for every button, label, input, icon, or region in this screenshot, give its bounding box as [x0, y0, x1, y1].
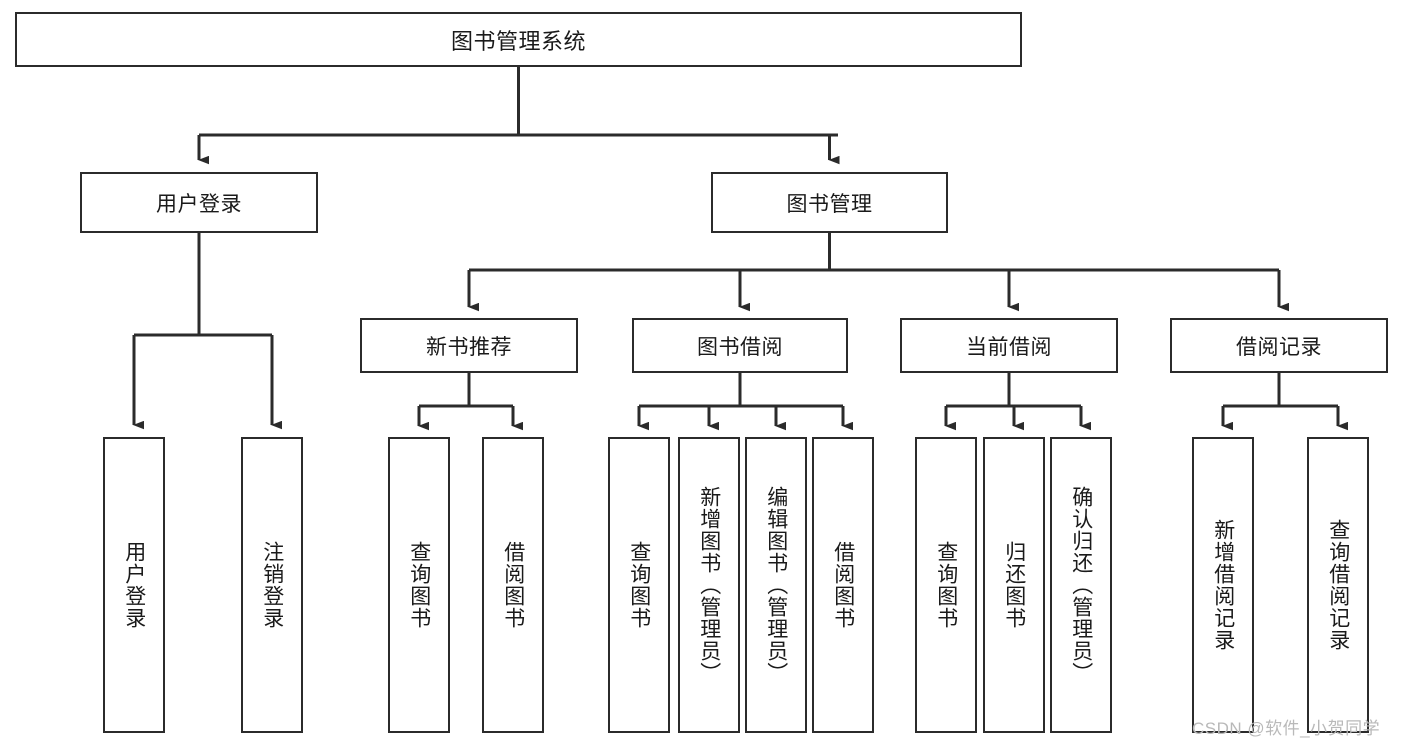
node-new-book-recommend[interactable]: 新书推荐 — [360, 318, 578, 373]
csdn-watermark: CSDN @软件_小贺同学 — [1192, 719, 1381, 738]
node-user-login-label: 用户登录 — [156, 192, 242, 216]
node-book-borrow[interactable]: 图书借阅 — [632, 318, 848, 373]
node-borrow-record-label: 借阅记录 — [1236, 335, 1322, 359]
node-query-book-borrow[interactable]: 查询图书 — [608, 437, 670, 733]
node-confirm-return-admin[interactable]: 确认归还（管理员） — [1050, 437, 1112, 733]
node-current-borrow-label: 当前借阅 — [966, 335, 1052, 359]
node-borrow-book-recommend[interactable]: 借阅图书 — [482, 437, 544, 733]
node-return-book-label: 归还图书 — [1002, 541, 1026, 629]
node-user-login-action[interactable]: 用户登录 — [103, 437, 165, 733]
node-user-login[interactable]: 用户登录 — [80, 172, 318, 233]
node-borrow-book-action-label: 借阅图书 — [831, 541, 855, 629]
node-user-logout-action-label: 注销登录 — [260, 541, 284, 629]
node-book-manage-label: 图书管理 — [786, 192, 873, 216]
node-borrow-book-action[interactable]: 借阅图书 — [812, 437, 874, 733]
node-query-book-current-label: 查询图书 — [934, 541, 958, 629]
node-root-label: 图书管理系统 — [450, 28, 586, 54]
node-edit-book-admin[interactable]: 编辑图书（管理员） — [745, 437, 807, 733]
node-query-book-recommend[interactable]: 查询图书 — [388, 437, 450, 733]
node-edit-book-admin-label: 编辑图书（管理员） — [764, 486, 788, 684]
node-add-borrow-record-label: 新增借阅记录 — [1211, 519, 1235, 651]
node-borrow-book-recommend-label: 借阅图书 — [501, 541, 525, 629]
node-return-book[interactable]: 归还图书 — [983, 437, 1045, 733]
node-borrow-record[interactable]: 借阅记录 — [1170, 318, 1388, 373]
node-add-book-admin[interactable]: 新增图书（管理员） — [678, 437, 740, 733]
node-query-borrow-record[interactable]: 查询借阅记录 — [1307, 437, 1369, 733]
node-add-book-admin-label: 新增图书（管理员） — [697, 486, 721, 684]
node-root[interactable]: 图书管理系统 — [15, 12, 1022, 67]
node-user-login-action-label: 用户登录 — [122, 541, 146, 629]
node-new-book-recommend-label: 新书推荐 — [426, 335, 512, 359]
node-user-logout-action[interactable]: 注销登录 — [241, 437, 303, 733]
node-query-book-recommend-label: 查询图书 — [407, 541, 431, 629]
node-confirm-return-admin-label: 确认归还（管理员） — [1069, 486, 1093, 684]
node-query-borrow-record-label: 查询借阅记录 — [1326, 519, 1350, 651]
node-current-borrow[interactable]: 当前借阅 — [900, 318, 1118, 373]
node-query-book-borrow-label: 查询图书 — [627, 541, 651, 629]
node-book-manage[interactable]: 图书管理 — [711, 172, 948, 233]
node-query-book-current[interactable]: 查询图书 — [915, 437, 977, 733]
node-add-borrow-record[interactable]: 新增借阅记录 — [1192, 437, 1254, 733]
node-book-borrow-label: 图书借阅 — [697, 335, 783, 359]
